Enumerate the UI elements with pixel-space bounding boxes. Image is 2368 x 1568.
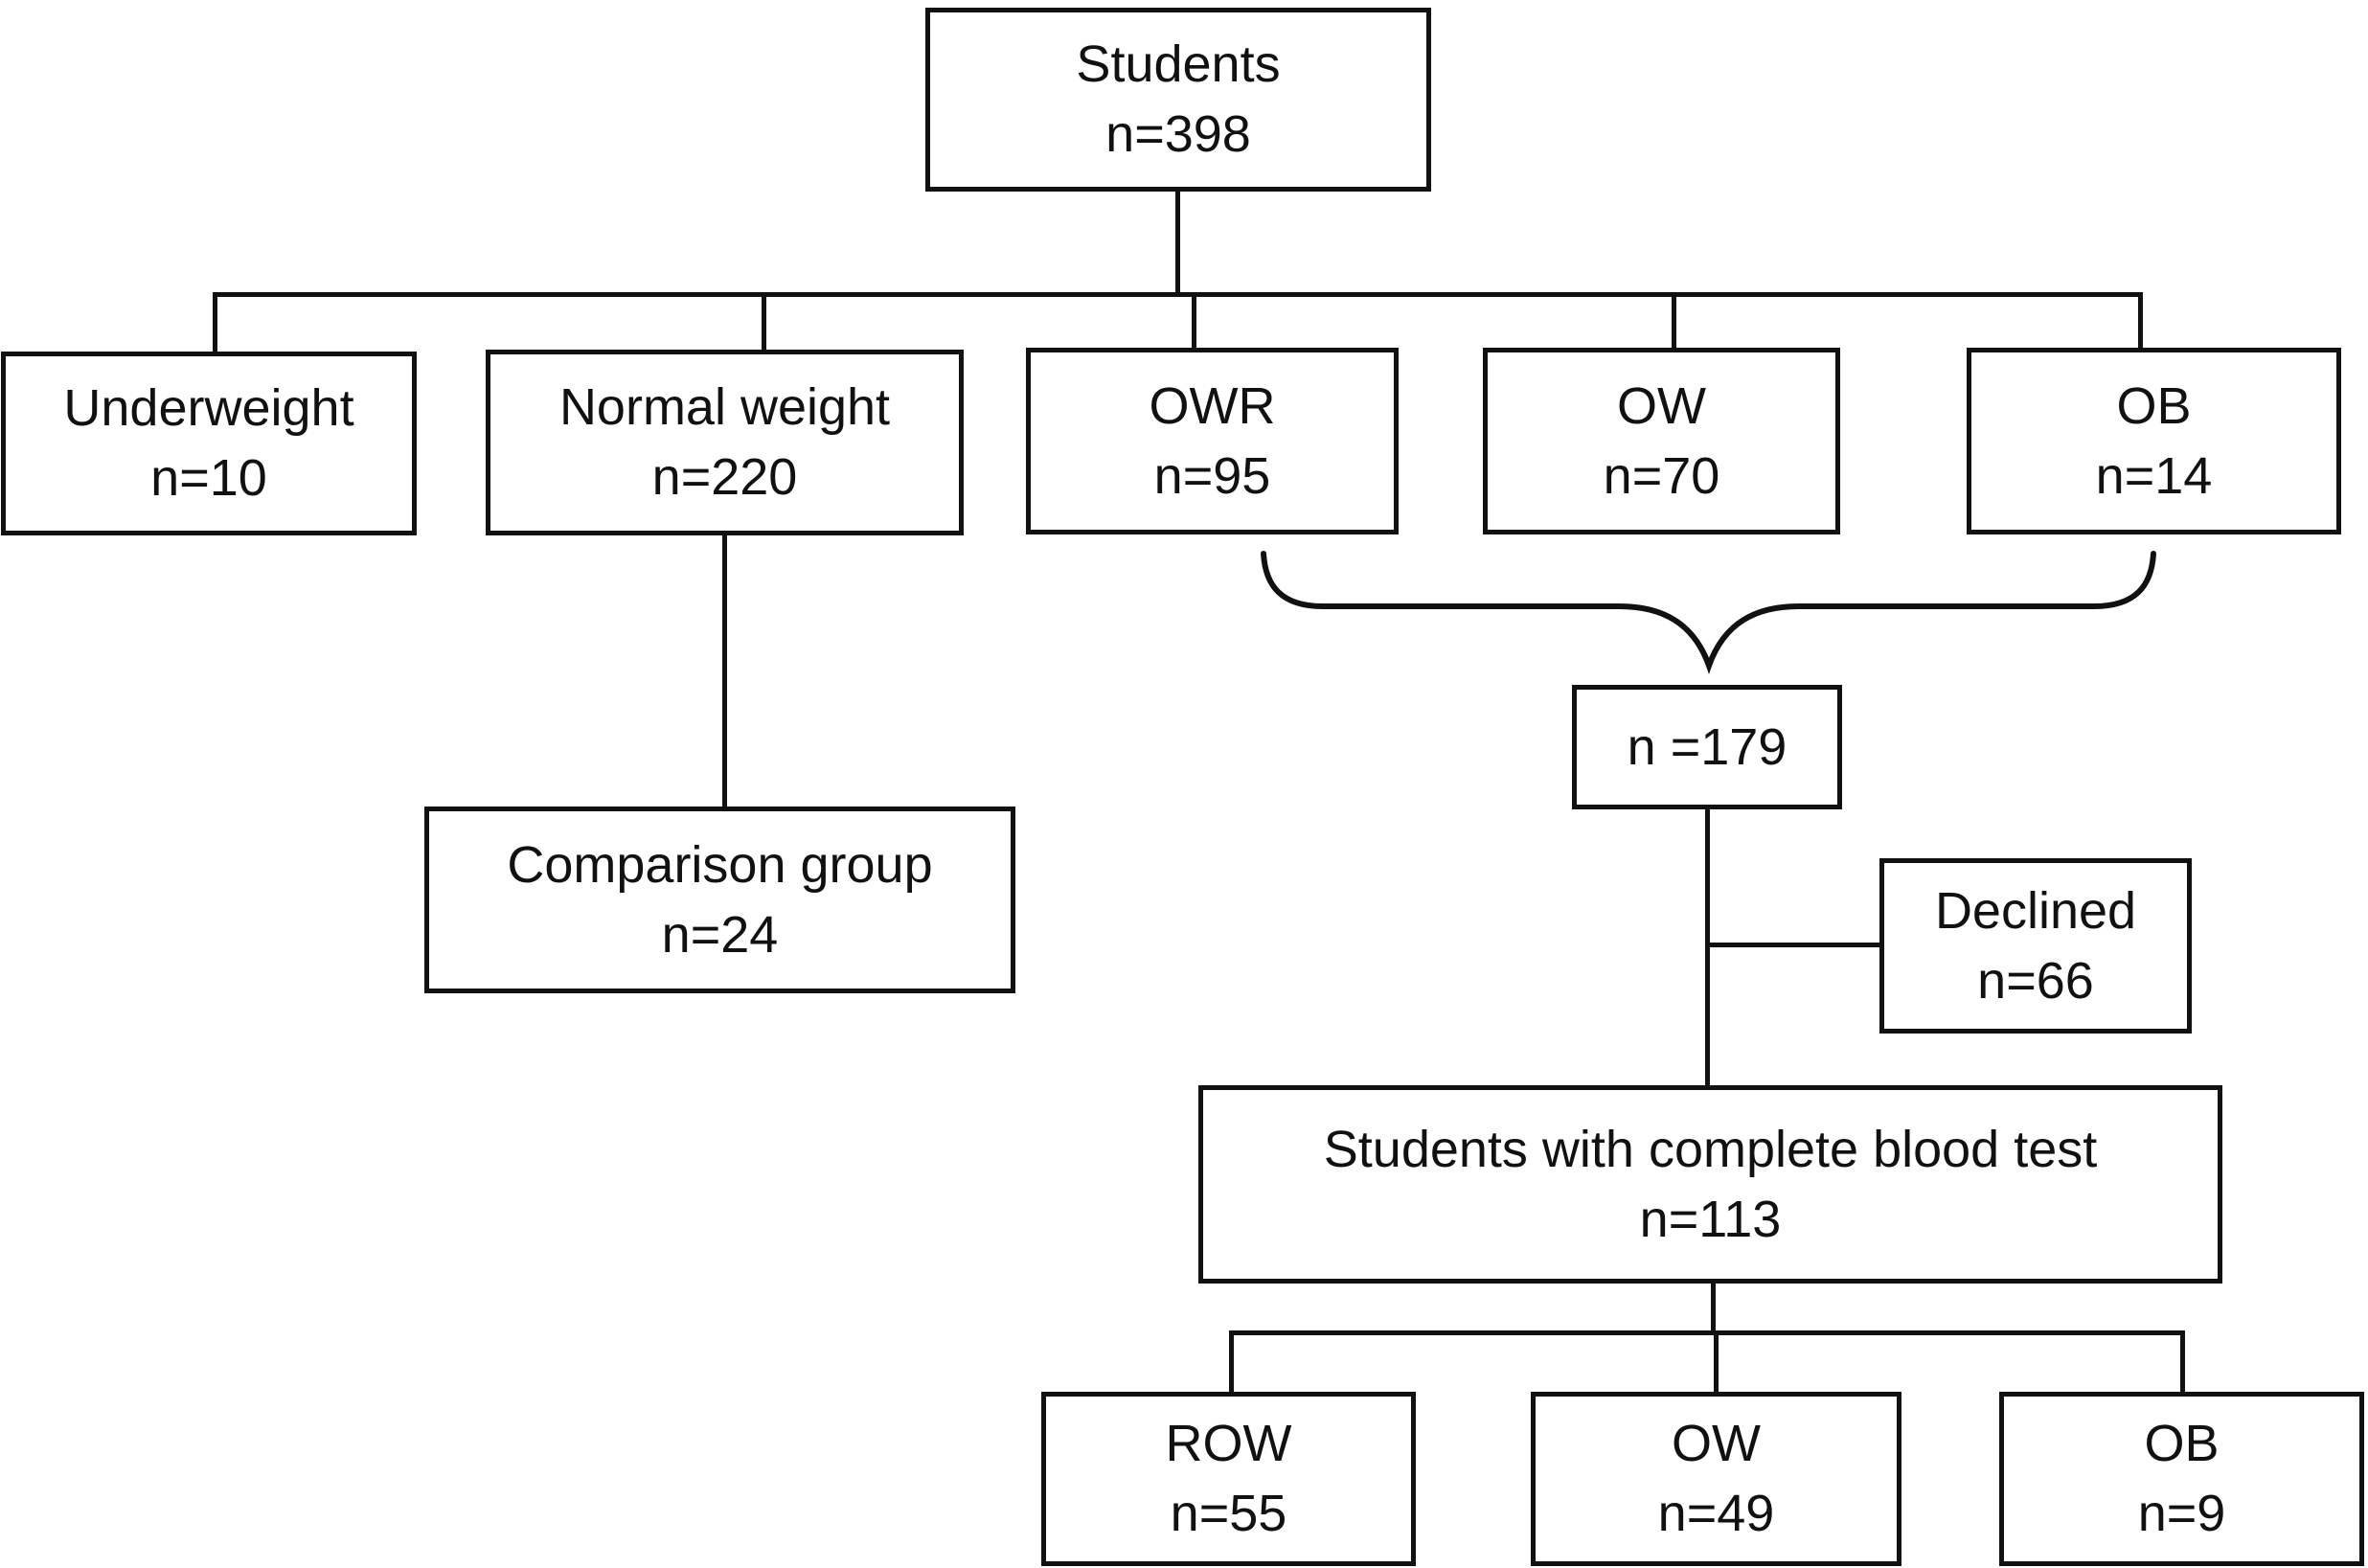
node-label: Students (1076, 35, 1281, 93)
node-owr: OWR n=95 (1026, 348, 1399, 534)
node-label: Normal weight (558, 378, 891, 436)
node-n: n=113 (1639, 1190, 1782, 1248)
node-ow-final: OW n=49 (1531, 1392, 1901, 1566)
node-label: ROW (1165, 1415, 1292, 1472)
connector-students-down (1175, 190, 1180, 297)
node-blood-test: Students with complete blood test n=113 (1198, 1085, 2222, 1284)
node-normal-weight: Normal weight n=220 (486, 350, 964, 535)
node-ow: OW n=70 (1483, 348, 1840, 534)
node-label: OWR (1149, 376, 1276, 435)
node-label: OB (2116, 376, 2192, 435)
connector-stub-ow (1672, 292, 1676, 350)
connector-branch-declined (1705, 943, 1882, 947)
node-n: n=10 (150, 449, 267, 507)
node-n: n=14 (2095, 446, 2213, 505)
connector-bloodtest-down (1711, 1282, 1716, 1334)
connector-stub-ow-final (1714, 1330, 1719, 1394)
node-label: Comparison group (507, 835, 933, 894)
node-n: n=55 (1170, 1485, 1287, 1542)
node-n: n=398 (1105, 105, 1251, 163)
node-n: n=9 (2137, 1485, 2226, 1542)
node-label: OB (2144, 1415, 2220, 1472)
node-label: Underweight (63, 379, 354, 437)
node-n: n=70 (1603, 446, 1720, 505)
node-underweight: Underweight n=10 (1, 352, 417, 535)
connector-stub-underweight (213, 292, 217, 353)
node-n: n=66 (1977, 951, 2094, 1010)
node-n: n=24 (661, 905, 779, 964)
node-ob-final: OB n=9 (1999, 1392, 2364, 1566)
node-label: OW (1672, 1415, 1761, 1472)
node-students: Students n=398 (925, 8, 1431, 192)
node-ob: OB n=14 (1967, 348, 2341, 534)
node-n: n =179 (1627, 717, 1787, 776)
node-label: Declined (1934, 881, 2137, 940)
node-n: n=49 (1657, 1485, 1775, 1542)
node-comparison-group: Comparison group n=24 (424, 807, 1015, 993)
connector-combined-down (1705, 807, 1710, 1087)
node-combined: n =179 (1572, 685, 1842, 809)
node-n: n=220 (651, 448, 798, 506)
connector-normal-to-comparison (722, 534, 727, 808)
connector-top-horizontal (215, 292, 2143, 297)
node-label: Students with complete blood test (1323, 1120, 2098, 1178)
node-n: n=95 (1153, 446, 1271, 505)
connector-stub-ob (2138, 292, 2143, 350)
connector-stub-normal-weight (762, 292, 766, 352)
node-row-final: ROW n=55 (1041, 1392, 1416, 1566)
connector-stub-owr (1192, 292, 1196, 350)
connector-stub-ob-final (2180, 1330, 2185, 1394)
connector-stub-row-final (1229, 1330, 1234, 1394)
connector-bottom-horizontal (1231, 1330, 2185, 1335)
node-declined: Declined n=66 (1879, 858, 2192, 1034)
node-label: OW (1617, 376, 1706, 435)
